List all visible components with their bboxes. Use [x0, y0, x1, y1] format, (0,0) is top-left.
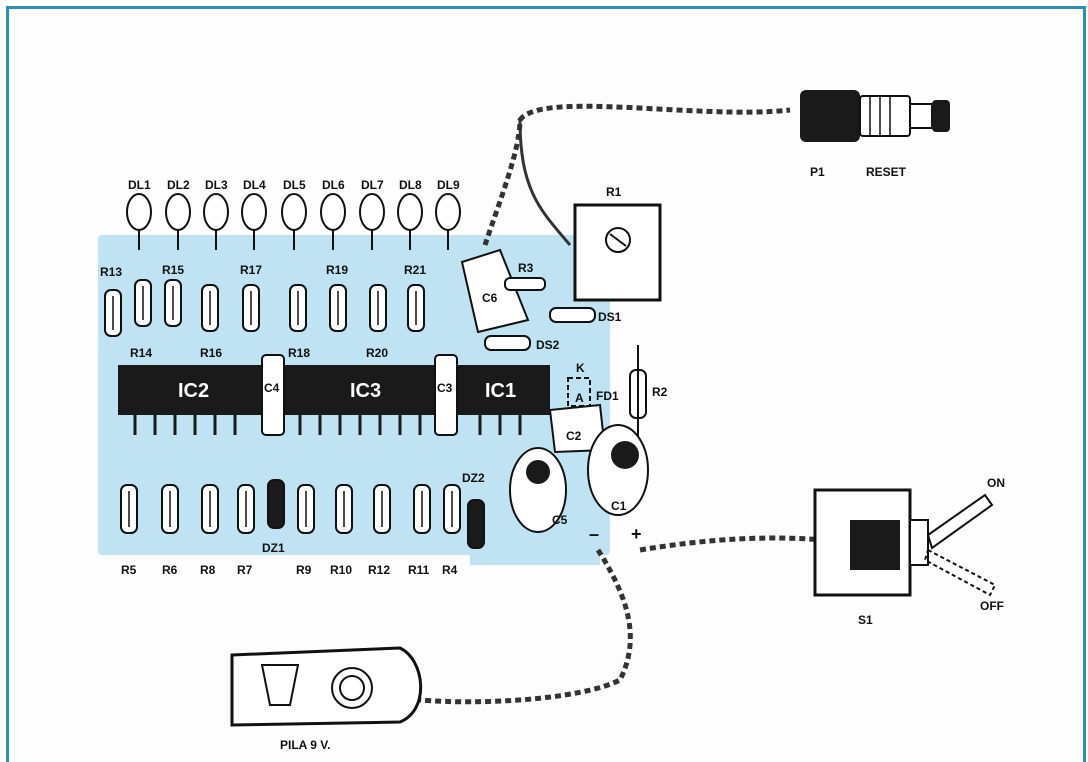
led-row	[126, 193, 461, 250]
label-r17: R17	[240, 263, 262, 277]
led-dl4	[241, 193, 267, 250]
label-dl1: DL1	[128, 178, 151, 192]
led-dl1	[126, 193, 152, 250]
diode-dz2	[467, 499, 485, 549]
label-r4: R4	[442, 563, 458, 577]
capacitor-c4	[261, 354, 285, 436]
label-r21: R21	[404, 263, 426, 277]
label-r15: R15	[162, 263, 184, 277]
capacitor-c5	[509, 447, 567, 533]
fd1-a-label: A	[575, 391, 584, 405]
toggle-switch-s1	[813, 488, 997, 597]
label-r11: R11	[408, 563, 430, 577]
wire-reset-2	[518, 119, 572, 246]
led-dl6	[320, 193, 346, 250]
fd1-k-label: K	[576, 361, 585, 375]
s1-label: S1	[858, 613, 873, 627]
led-dl2	[165, 193, 191, 250]
on-label: ON	[987, 476, 1005, 490]
r2-label: R2	[652, 385, 668, 399]
label-r7: R7	[237, 563, 253, 577]
fd1-label: FD1	[596, 389, 619, 403]
ds2-label: DS2	[536, 338, 560, 352]
pushbutton-p1	[800, 90, 950, 142]
label-dz1: DZ1	[262, 541, 285, 555]
label-r13: R13	[100, 265, 122, 279]
label-r9: R9	[296, 563, 312, 577]
led-dl3	[203, 193, 229, 250]
c1-label: C1	[611, 499, 627, 513]
c5-label: C5	[552, 513, 568, 527]
label-r8: R8	[200, 563, 216, 577]
wire-battery	[419, 548, 633, 705]
label-dl3: DL3	[205, 178, 228, 192]
ic3-label: IC3	[350, 380, 381, 402]
label-r16: R16	[200, 346, 222, 360]
label-r12: R12	[368, 563, 390, 577]
off-label: OFF	[980, 599, 1004, 613]
diode-dz1	[267, 479, 285, 529]
label-r18: R18	[288, 346, 310, 360]
led-dl8	[397, 193, 423, 250]
label-dl2: DL2	[167, 178, 190, 192]
battery-clip	[230, 646, 423, 727]
battery-label: PILA 9 V.	[280, 738, 330, 752]
p1-label: P1	[810, 165, 825, 179]
label-r10: R10	[330, 563, 352, 577]
photodiode-fd1	[567, 377, 591, 407]
ic2-label: IC2	[178, 380, 209, 402]
minus-label: –	[589, 524, 599, 544]
led-dl5	[281, 193, 307, 250]
label-r6: R6	[162, 563, 178, 577]
label-r19: R19	[326, 263, 348, 277]
ic1-label: IC1	[485, 380, 516, 402]
reset-label: RESET	[866, 165, 907, 179]
label-r20: R20	[366, 346, 388, 360]
c6-label: C6	[482, 291, 498, 305]
wire-reset	[482, 103, 791, 246]
resistor-r3	[504, 277, 546, 291]
plus-label: +	[631, 524, 642, 544]
label-dl7: DL7	[361, 178, 384, 192]
diode-ds1	[549, 307, 596, 323]
label-dl4: DL4	[243, 178, 266, 192]
r3-label: R3	[518, 261, 534, 275]
label-dl8: DL8	[399, 178, 422, 192]
ic-row	[118, 354, 550, 436]
c2-label: C2	[566, 429, 582, 443]
c4-label: C4	[264, 381, 280, 395]
label-r5: R5	[121, 563, 137, 577]
r1-label: R1	[606, 185, 622, 199]
led-dl7	[359, 193, 385, 250]
c3-label: C3	[437, 381, 453, 395]
capacitor-c6	[460, 248, 530, 334]
label-dl6: DL6	[322, 178, 345, 192]
label-r14: R14	[130, 346, 152, 360]
label-dl5: DL5	[283, 178, 306, 192]
ds1-label: DS1	[598, 310, 622, 324]
led-dl9	[435, 193, 461, 250]
wire-switch	[639, 535, 826, 553]
capacitor-c1	[587, 424, 649, 516]
label-dl9: DL9	[437, 178, 460, 192]
label-dz2: DZ2	[462, 471, 485, 485]
diode-ds2	[484, 335, 531, 351]
capacitor-c3	[434, 354, 458, 436]
